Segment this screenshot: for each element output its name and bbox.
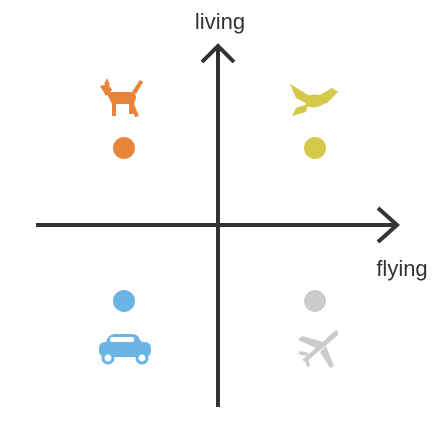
- x-axis-arrowhead: [376, 206, 400, 244]
- x-axis-label: flying: [376, 256, 427, 281]
- category-dot: [304, 137, 326, 159]
- quadrant-bottom-right: [298, 290, 339, 368]
- y-axis-label: living: [195, 9, 245, 34]
- animal-icon: [100, 78, 143, 117]
- axes: [36, 43, 400, 407]
- category-dot: [113, 290, 135, 312]
- bird-icon: [290, 84, 338, 116]
- quadrant-top-left: [100, 78, 143, 159]
- category-dot: [304, 290, 326, 312]
- y-axis-arrowhead: [200, 43, 236, 64]
- quadrant-bottom-left: [99, 290, 151, 365]
- quadrant-top-right: [290, 84, 338, 159]
- airplane-icon: [298, 330, 339, 368]
- category-dot: [113, 137, 135, 159]
- car-icon: [99, 334, 151, 365]
